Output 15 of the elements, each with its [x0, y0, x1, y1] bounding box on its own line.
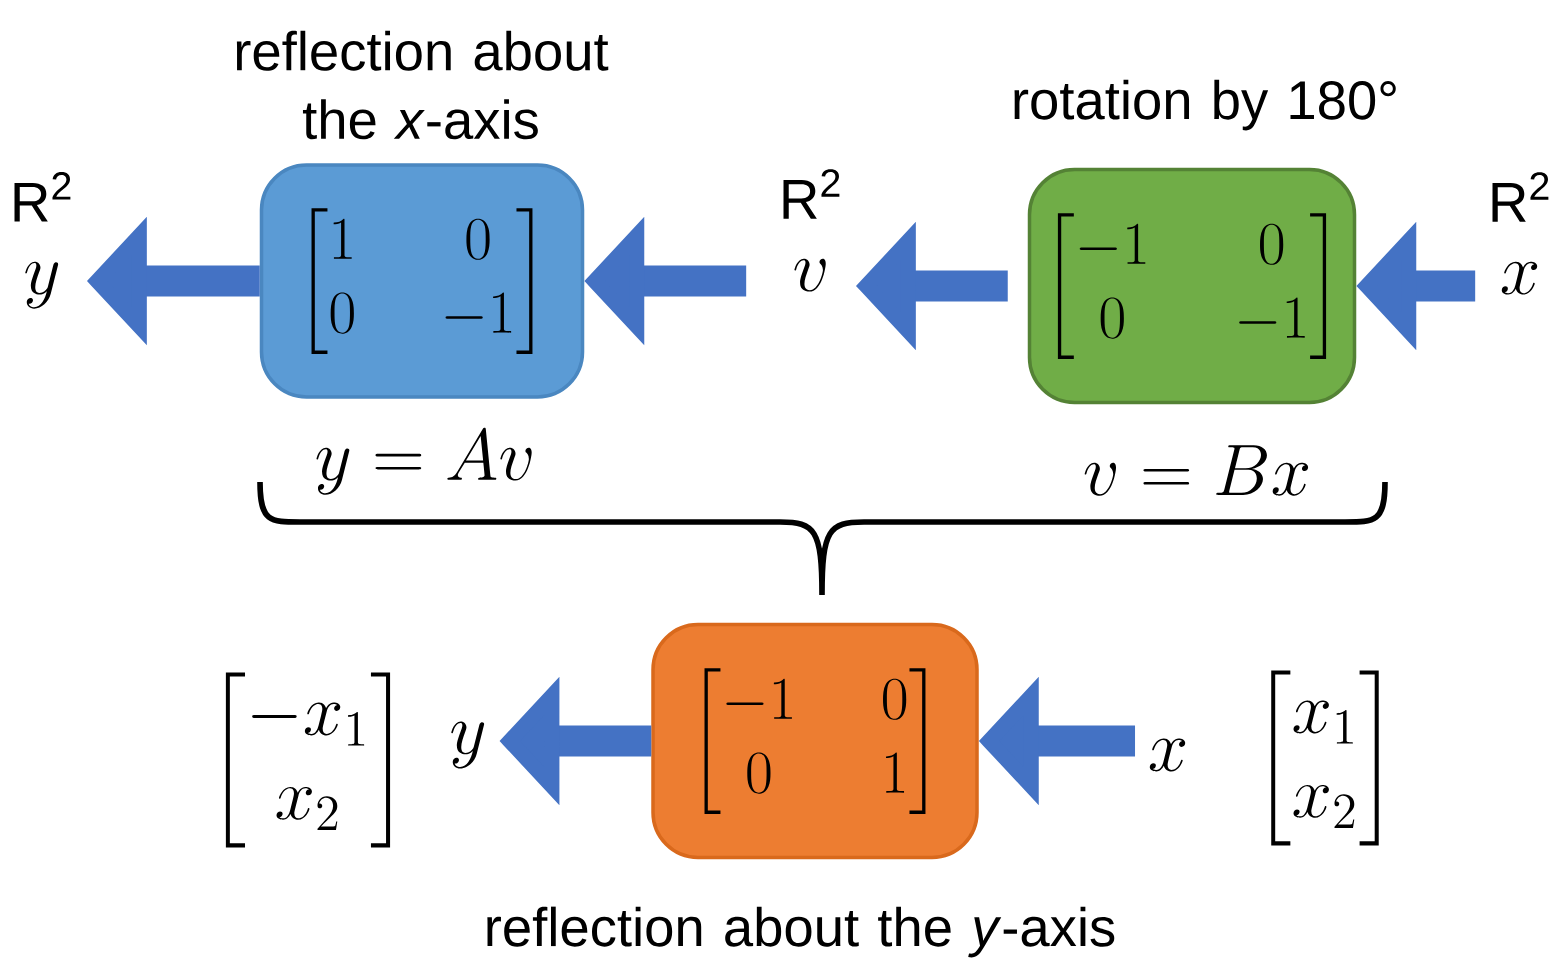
- symbol-label: R$^{2}$ $v$: [783, 169, 840, 292]
- equation: $\begin{bmatrix}x_1\\x_2\end{bmatrix}$: [1271, 670, 1379, 846]
- matrix-box: $\begin{bmatrix}-1 & 0\\0 & -1\end{bmatrix}$: [1027, 167, 1357, 405]
- symbol-label: $y$: [451, 721, 485, 769]
- equation: $v = Bx$: [1084, 445, 1309, 496]
- symbol-label: R$^{2}$ $x$: [1492, 172, 1549, 295]
- symbol-label: $x$: [1149, 738, 1186, 772]
- box-heading: rotation by 180°: [1014, 79, 1396, 131]
- equation: $\begin{bmatrix}-x_1\\x_2\end{bmatrix}$: [225, 672, 391, 848]
- symbol-label: R$^{2}$ $y$: [14, 172, 71, 309]
- matrix-box: $\begin{bmatrix}1 & 0\\0 & -1\end{bmatrix}$: [259, 163, 585, 399]
- matrix-box: $\begin{bmatrix}-1 & 0\\0 & 1\end{bmatrix}$: [651, 622, 979, 860]
- box-heading: reflection about the x-axis: [236, 30, 609, 140]
- box-heading: reflection about the y-axis: [487, 906, 1115, 958]
- equation: $y = Av$: [316, 427, 532, 495]
